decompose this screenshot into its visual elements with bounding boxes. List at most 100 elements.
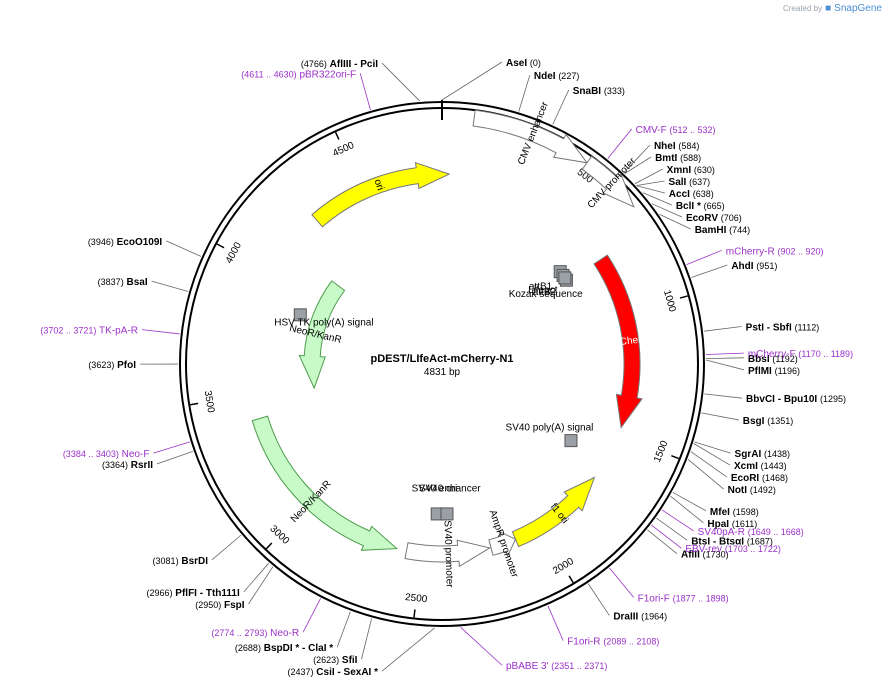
feature-sv40-enhancer [440,507,454,521]
site-leader [647,529,678,555]
site-leader [151,280,189,292]
feature-label: SV40 enhancer [412,484,482,495]
site-coordinate: (1687) [747,536,773,546]
site-leader [670,495,704,524]
site-coordinate: (951) [756,261,777,271]
site-btsi-bts-i: BtsI - BtsαI (1687) [691,536,773,547]
site-leader [336,611,351,648]
site-coordinate: (706) [721,213,742,223]
site-coordinate: (2966) [147,588,173,598]
site-coordinate: (1598) [733,507,759,517]
site-name: BclI * [676,201,701,212]
feature-ampr-promoter [488,530,517,558]
site-aflii: AflII (1730) [681,550,729,561]
site-coordinate: (227) [558,71,579,81]
site-coordinate: (1112) [795,322,820,332]
primer-name: Neo-R [270,628,299,639]
site-ndei: NdeI (227) [534,71,579,82]
primer-coordinate: (1170 .. 1189) [798,349,853,359]
site-bsrdi: (3081) BsrDI [153,556,209,567]
site-leader [518,74,531,112]
site-coordinate: (1295) [820,394,846,404]
tick-label: 2500 [404,592,428,605]
feature-sv40-promoter [404,539,492,568]
site-ecorv: EcoRV (706) [686,213,742,224]
site-coordinate: (630) [694,165,715,175]
primer-ebv-rev: EBV-rev (1703 .. 1722) [685,544,781,555]
primer-leader [650,524,682,549]
site-ecori: EcoRI (1468) [731,473,788,484]
site-leader [381,627,435,672]
site-name: BtsI - BtsαI [691,536,744,547]
feature-label: attB2 [533,287,557,298]
feature-label: Kozak sequence [509,289,583,300]
site-ecoo109i: (3946) EcoO109I [88,237,163,248]
site-bamhi: BamHI (744) [695,225,750,236]
site-leader [623,144,651,173]
site-pflfi-tth111i: (2966) PflFI - Tth111I [147,588,240,599]
primer-sv40pa-r: SV40pA-R (1649 .. 1668) [698,527,804,538]
site-name: EcoRI [731,473,760,484]
site-coordinate: (1351) [767,416,793,426]
site-pflmi: PflMI (1196) [748,366,800,377]
primer-name: TK-pA-R [99,326,138,337]
feature-label: mCherry [611,334,650,350]
site-snabi: SnaBI (333) [573,86,625,97]
site-hpai: HpaI (1611) [707,519,757,530]
primer-leader [609,567,634,598]
site-coordinate: (333) [604,86,625,96]
site-name: CsiI - SexAI * [316,667,378,678]
primer-mcherry-f: mCherry-F (1170 .. 1189) [748,349,853,360]
feature-mcherry [593,254,643,429]
site-coordinate: (1196) [775,366,800,376]
site-name: XmnI [667,165,692,176]
site-name: AccI [669,189,690,200]
tick-mark [190,402,199,406]
site-coordinate: (1443) [761,461,787,471]
site-coordinate: (3623) [88,360,114,370]
tick-mark [671,454,680,460]
tick-mark [334,131,340,140]
site-coordinate: (665) [704,201,725,211]
site-coordinate: (637) [689,177,710,187]
primer-cmv-f: CMV-F (512 .. 532) [636,125,716,136]
site-name: BsaI [126,277,147,288]
site-coordinate: (638) [693,189,714,199]
feature-cmv-promoter [581,155,635,208]
site-bmti: BmtI (588) [655,153,701,164]
site-leader [694,441,731,454]
site-leader [624,156,652,174]
tick-label: 4500 [331,140,356,159]
tick-mark [413,609,416,618]
feature-neor-kanr [251,415,399,551]
site-coordinate: (1468) [762,473,788,483]
primer-name: mCherry-R [726,246,775,257]
site-csii-sexai: (2437) CsiI - SexAI * [288,667,379,678]
site-leader [651,203,683,218]
site-coordinate: (2688) [235,643,261,653]
site-name: SnaBI [573,86,602,97]
site-coordinate: (3837) [98,277,124,287]
site-coordinate: (584) [678,141,699,151]
site-name: PfoI [117,360,136,371]
site-leader [156,450,193,465]
plasmid-size: 4831 bp [424,367,461,378]
site-name: NdeI [534,71,556,82]
site-bcli: BclI * (665) [676,201,725,212]
primer-coordinate: (4611 .. 4630) [241,69,296,79]
site-name: NotI [728,485,748,496]
site-leader [693,443,731,466]
primer-coordinate: (2351 .. 2371) [551,661,607,671]
tick-label: 1000 [661,289,678,314]
feature-label: SV40 poly(A) signal [506,422,594,433]
site-leader [243,562,270,593]
snapgene-logo-icon: ■ [825,3,832,14]
site-name: SgrAI [735,449,762,460]
site-coordinate: (744) [729,225,750,235]
site-leader [248,566,274,605]
site-leader [381,62,420,102]
primer-coordinate: (2774 .. 2793) [211,628,267,638]
